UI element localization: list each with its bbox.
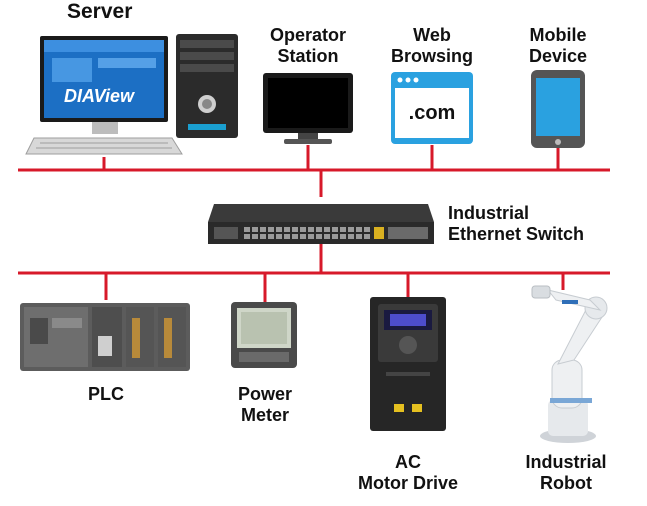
power-meter-label-line-1: Power — [237, 384, 293, 404]
power-meter-icon — [231, 302, 297, 368]
ethernet-switch-icon — [208, 204, 434, 244]
web-browsing-label-line-2: Browsing — [390, 46, 473, 66]
server-computer-icon: DIAView — [25, 34, 238, 155]
industrial-robot-label-line-1: Industrial — [525, 452, 607, 472]
plc-label-line-1: PLC — [88, 384, 124, 404]
server-screen-logo: DIAView — [64, 86, 135, 106]
mobile-device-label-line-1: Mobile — [529, 25, 587, 45]
ac-motor-drive-label-line-1: AC — [395, 452, 421, 472]
plc-icon — [20, 303, 190, 371]
ac-motor-drive-label: AC Motor Drive — [343, 452, 473, 494]
industrial-robot-label: Industrial Robot — [506, 452, 626, 494]
monitor-icon — [263, 73, 353, 144]
industrial-robot-label-line-2: Robot — [540, 473, 592, 493]
operator-station-label-line-2: Station — [277, 46, 339, 66]
ac-drive-icon — [370, 297, 446, 431]
switch-label-line-1: Industrial — [448, 203, 530, 223]
switch-label-line-2: Ethernet Switch — [448, 224, 585, 244]
robot-arm-icon — [531, 285, 608, 443]
mobile-device-label: Mobile Device — [508, 25, 608, 67]
browser-screen-text: .com — [409, 102, 456, 124]
ac-motor-drive-label-line-2: Motor Drive — [357, 473, 458, 493]
smartphone-icon — [531, 70, 585, 148]
server-label: Server — [67, 1, 132, 22]
server-label-text: Server — [67, 0, 133, 23]
browser-window-icon: .com — [391, 72, 473, 144]
power-meter-label: Power Meter — [215, 384, 315, 426]
power-meter-label-line-2: Meter — [240, 405, 289, 425]
operator-station-label: Operator Station — [258, 25, 358, 67]
web-browsing-label: Web Browsing — [382, 25, 482, 67]
operator-station-label-line-1: Operator — [269, 25, 347, 45]
network-bus-lines — [18, 145, 610, 302]
plc-label: PLC — [56, 384, 156, 405]
web-browsing-label-line-1: Web — [413, 25, 451, 45]
mobile-device-label-line-2: Device — [528, 46, 588, 66]
switch-label: Industrial Ethernet Switch — [448, 203, 584, 245]
